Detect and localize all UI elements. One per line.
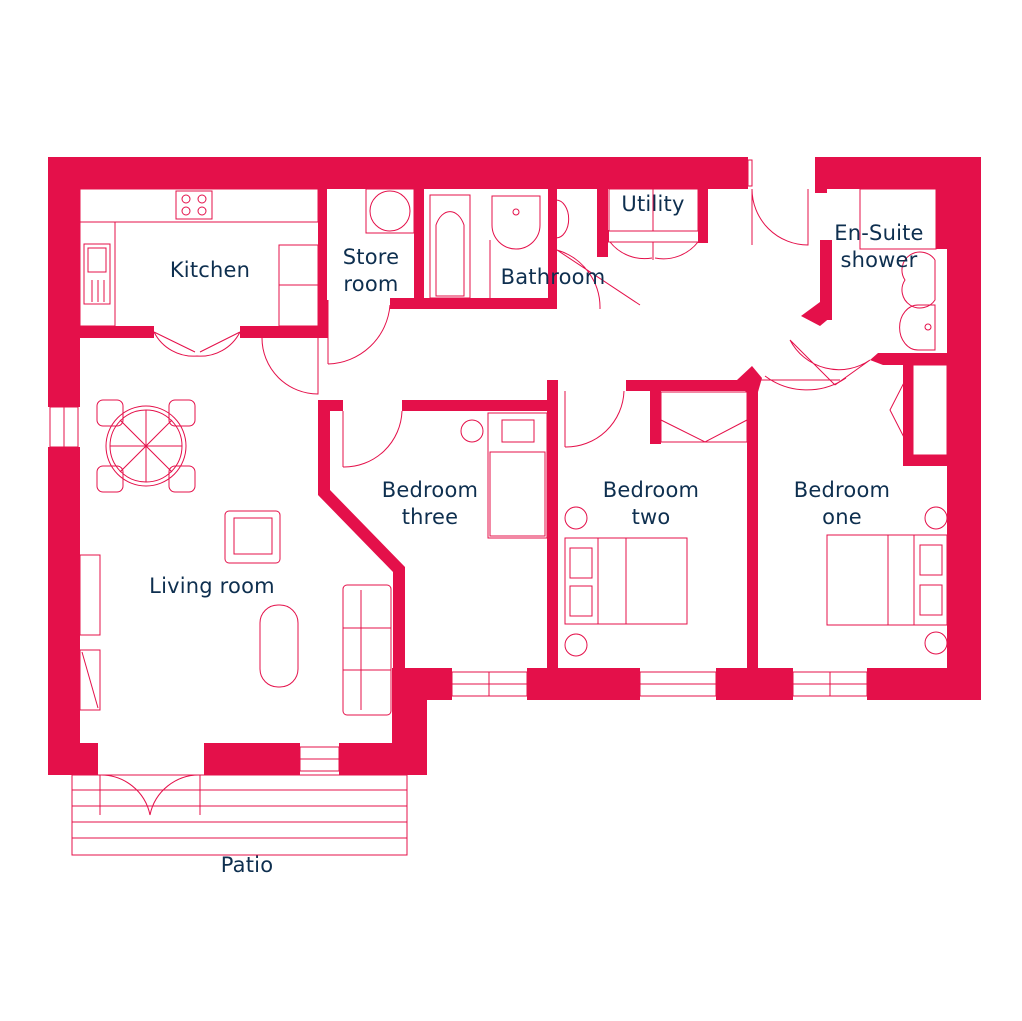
wall-bottom-living-mid <box>204 743 300 775</box>
wall-left-upper <box>48 157 80 407</box>
wall-kitchen-bottom-left <box>80 326 154 338</box>
doors <box>99 188 871 816</box>
door-bathroom <box>556 249 641 310</box>
bed3-bed <box>487 412 548 539</box>
door-bed3 <box>342 410 403 468</box>
label-line: Store <box>342 245 400 269</box>
fixtures <box>79 188 948 716</box>
room-label-patio: Patio <box>197 852 297 879</box>
kitchen-sink <box>83 243 111 305</box>
door-living <box>261 337 319 395</box>
bed1-bed <box>826 534 948 626</box>
label-line: Kitchen <box>169 258 251 282</box>
wall-ensuite-bottom <box>870 353 948 365</box>
wall-bed3-bed2 <box>547 380 558 700</box>
label-line: Bedroom <box>381 478 479 502</box>
ensuite-shower <box>859 188 937 250</box>
wall-ensuite-right-inner <box>936 189 948 249</box>
wall-bed3-diagonal <box>318 400 405 700</box>
wardrobe-bed1 <box>912 364 948 456</box>
room-label-store-room: Store room <box>333 244 409 298</box>
door-patio <box>99 774 201 816</box>
wall-bed2-top <box>626 380 756 391</box>
ensuite-sink <box>899 304 936 351</box>
wall-top-left <box>48 157 748 189</box>
boiler <box>365 188 415 234</box>
wall-bed3-top-left <box>318 400 343 411</box>
label-line: shower <box>840 248 918 272</box>
room-label-bedroom-two: Bedroom two <box>583 477 719 531</box>
label-line: Bathroom <box>500 265 606 289</box>
wall-utility-left-stub <box>597 230 609 242</box>
room-label-bathroom: Bathroom <box>488 264 618 291</box>
wall-bottom-bed3-2 <box>527 668 640 700</box>
wall-bed2-wardrobe-left <box>650 380 661 444</box>
label-line: En-Suite <box>834 221 924 245</box>
room-label-utility: Utility <box>612 191 694 218</box>
wall-wardrobe-bed1-bottom <box>903 455 948 466</box>
windows <box>49 159 868 772</box>
patio-deck <box>71 774 408 856</box>
door-ensuite <box>789 339 871 386</box>
bathtub <box>429 194 471 299</box>
wardrobe-bed2 <box>660 391 748 443</box>
label-line: Living room <box>149 574 275 598</box>
room-label-kitchen: Kitchen <box>152 257 268 284</box>
wall-ensuite-left <box>815 157 827 193</box>
wall-store-bath <box>414 189 424 301</box>
wall-bottom-living-left <box>48 743 98 775</box>
wall-bath-right <box>548 189 557 309</box>
door-store <box>327 300 391 365</box>
label-line: Bedroom <box>793 478 891 502</box>
wall-utility-right <box>698 189 708 243</box>
walls <box>48 157 981 775</box>
bath-sink <box>491 195 541 250</box>
hob <box>175 190 213 220</box>
door-utility <box>608 241 699 260</box>
label-line: Bedroom <box>602 478 700 502</box>
media-unit <box>79 554 101 636</box>
wall-kitchen-store <box>318 189 327 337</box>
dining-table <box>105 405 187 487</box>
coffee-table <box>259 604 299 688</box>
wall-store-left-low <box>318 300 328 338</box>
wall-utility-left <box>597 189 608 257</box>
sofa <box>342 584 392 716</box>
label-line: room <box>343 272 399 296</box>
wall-bath-bottom <box>390 298 557 309</box>
wall-kitchen-bottom-right <box>240 326 328 338</box>
door-front <box>751 188 809 246</box>
label-line: Patio <box>220 853 274 877</box>
wall-right <box>947 157 981 700</box>
wall-bed2-bed1 <box>747 380 758 700</box>
room-label-bedroom-three: Bedroom three <box>362 477 498 531</box>
label-line: three <box>401 505 459 529</box>
wall-bed3-top <box>402 400 557 411</box>
kitchen-counter-top <box>79 188 319 223</box>
room-label-bedroom-one: Bedroom one <box>774 477 910 531</box>
room-label-living-room: Living room <box>132 573 292 600</box>
room-label-ensuite: En-Suite shower <box>828 220 930 274</box>
bath-toilet <box>555 199 570 239</box>
ensuite-toilet <box>901 251 936 309</box>
door-bed1 <box>758 375 847 391</box>
wall-wardrobe-bed1-left <box>903 365 913 466</box>
wall-left-lower <box>48 447 80 775</box>
label-line: one <box>822 505 862 529</box>
kitchen-counter-left <box>79 221 116 327</box>
door-kitchen <box>153 331 241 357</box>
armchair <box>224 510 281 564</box>
window-top <box>747 159 753 187</box>
label-line: two <box>631 505 671 529</box>
door-bed2 <box>564 390 625 448</box>
wall-ensuite-inner <box>820 240 832 320</box>
label-line: Utility <box>621 192 685 216</box>
